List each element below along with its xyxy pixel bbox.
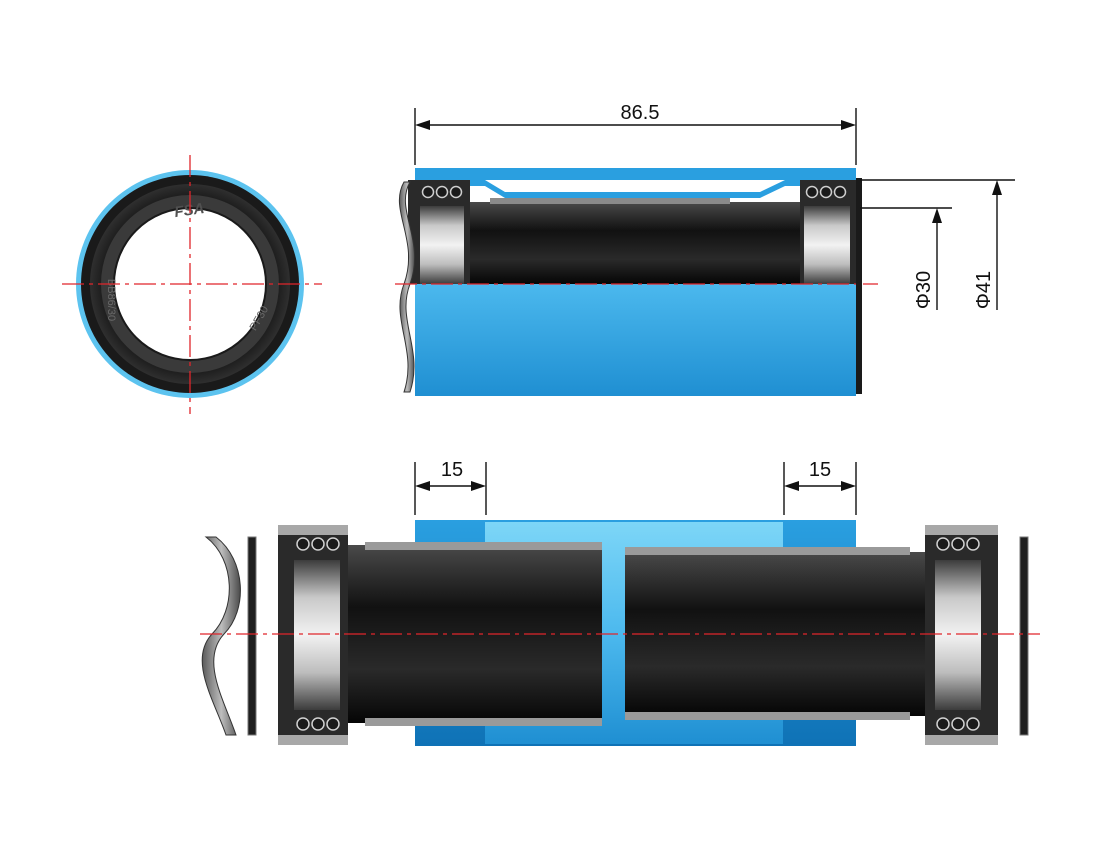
inner-diameter-label: Φ30: [913, 271, 935, 309]
bottom-left-balls: [296, 537, 340, 731]
overall-length-dimension: 86.5: [414, 102, 857, 165]
bottom-left-cup-flange-bottom: [278, 735, 348, 745]
bottom-exploded-view: [200, 520, 1040, 746]
top-spindle: [470, 202, 800, 284]
bottom-left-cup-flange-top: [278, 525, 348, 535]
top-section-view: [395, 168, 878, 396]
ring-end-view: FSA BB86/30 PF30: [62, 155, 322, 414]
top-right-bearing: [804, 206, 850, 284]
bottom-right-bearing: [935, 560, 981, 710]
overall-length-label: 86.5: [621, 102, 660, 124]
bottom-left-spindle-top-edge: [365, 542, 602, 550]
top-left-bearing: [420, 206, 464, 284]
bottom-left-spacer: [247, 536, 257, 736]
top-right-balls: [805, 185, 847, 199]
bottom-left-spindle-bottom-edge: [365, 718, 602, 726]
outer-diameter-dimension: Φ41: [860, 179, 1015, 310]
right-inset-dimension: 15: [783, 459, 857, 515]
top-wave-washer: [399, 181, 415, 393]
bottom-right-cup-flange-top: [925, 525, 998, 535]
top-left-balls: [421, 185, 463, 199]
left-inset-label: 15: [441, 459, 463, 481]
top-spindle-sleeve-tube: [490, 198, 730, 204]
outer-diameter-label: Φ41: [973, 271, 995, 309]
inner-diameter-dimension: Φ30: [860, 207, 952, 310]
bottom-right-cup-flange-bottom: [925, 735, 998, 745]
top-sleeve-inner-wall: [415, 180, 856, 198]
bottom-right-spindle-top-edge: [625, 547, 910, 555]
ring-left-code: BB86/30: [105, 279, 117, 321]
left-inset-dimension: 15: [414, 459, 487, 515]
bottom-right-spindle-bottom-edge: [625, 712, 910, 720]
top-sleeve-top-edge: [415, 168, 856, 180]
bottom-right-spacer: [1019, 536, 1029, 736]
bottom-left-bearing: [294, 560, 340, 710]
bottom-right-balls: [936, 537, 980, 731]
top-right-edge: [856, 178, 862, 394]
bottom-wave-washer: [201, 536, 241, 736]
right-inset-label: 15: [809, 459, 831, 481]
